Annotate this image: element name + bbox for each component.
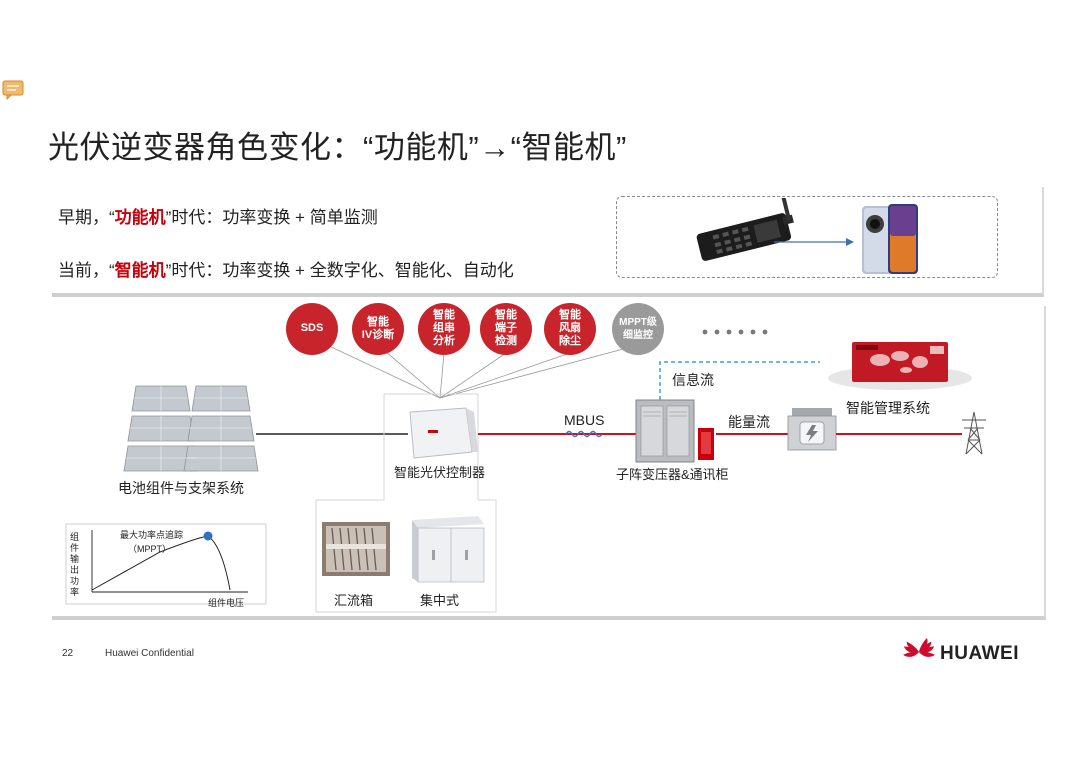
feature-bubble-terminal: [480, 303, 532, 355]
smartphone-icon: [862, 204, 918, 274]
mppt-x-axis-label: 组件电压: [208, 598, 245, 608]
current-era-prefix: 当前，“: [58, 261, 115, 280]
feature-bubble-mppt: [612, 303, 664, 355]
info-flow-line: [659, 361, 820, 400]
current-era-highlight: 智能机: [114, 261, 166, 280]
feature-bubble-iv: [352, 303, 404, 355]
mppt-y-axis-label: 组 件 输 出 功 率: [70, 532, 80, 597]
transformer-label: 子阵变压器&通讯柜: [616, 467, 729, 482]
slide-title: 光伏逆变器角色变化：“功能机”→“智能机”: [48, 130, 627, 165]
more-features-dots: [702, 329, 768, 335]
transmission-tower-icon: [962, 411, 986, 455]
brand-name: HUAWEI: [940, 643, 1019, 664]
mbus-label: MBUS: [564, 412, 605, 428]
substation-icon: [787, 408, 837, 451]
feature-bubble-string: [418, 303, 470, 355]
feature-bubble-fan: [544, 303, 596, 355]
energy-flow-label: 能量流: [728, 414, 770, 430]
early-era-highlight: 功能机: [114, 208, 166, 227]
current-era-line: 当前，“智能机”时代：功率变换 + 全数字化、智能化、自动化: [58, 256, 514, 281]
huawei-logo-icon: [903, 638, 935, 657]
current-era-suffix: ”时代：功率变换 + 全数字化、智能化、自动化: [165, 261, 514, 280]
central-inverter-icon: [412, 516, 485, 583]
mppt-peak-point: [203, 531, 213, 541]
feature-label-sds: SDS: [300, 322, 324, 334]
controller-frame: [315, 394, 497, 613]
confidential-label: Huawei Confidential: [105, 648, 194, 659]
mppt-chart: [65, 523, 267, 605]
mppt-peak-label: 最大功率点追踪: [120, 530, 184, 540]
feature-bubble-sds: [286, 303, 338, 355]
info-flow-label: 信息流: [672, 372, 714, 388]
feature-bubbles: [286, 303, 664, 355]
page-number: 22: [62, 648, 74, 659]
early-era-prefix: 早期，“: [58, 208, 115, 227]
early-era-line: 早期，“功能机”时代：功率变换 + 简单监测: [58, 203, 378, 228]
management-system-icon: [828, 342, 972, 390]
phone-comparison-box: [616, 196, 998, 278]
controller-label: 智能光伏控制器: [394, 465, 486, 480]
feature-label-fan: 智能 风扇 除尘: [559, 309, 581, 347]
combiner-box-icon: [322, 522, 390, 576]
mppt-peak-sub-label: （MPPT）: [128, 544, 172, 554]
feature-label-iv: 智能 IV诊断: [361, 316, 395, 341]
central-inverter-label: 集中式: [420, 593, 460, 608]
feature-label-string: 智能 组串 分析: [433, 309, 455, 347]
feature-phone-icon: [696, 198, 794, 261]
combiner-box-label: 汇流箱: [334, 593, 374, 608]
comment-icon[interactable]: [2, 80, 24, 100]
feature-label-terminal: 智能 端子 检测: [495, 309, 517, 347]
management-system-label: 智能管理系统: [846, 400, 930, 416]
early-era-suffix: ”时代：功率变换 + 简单监测: [165, 208, 378, 227]
mbus-signal-icon: [565, 430, 603, 438]
pv-array-label: 电池组件与支架系统: [118, 480, 244, 496]
smart-inverter-icon: [409, 407, 478, 459]
feature-label-mppt: MPPT级 细监控: [619, 317, 657, 341]
transformer-cabinet-icon: [635, 399, 714, 463]
phone-evolution-illustration: [696, 198, 918, 274]
solar-panel-array-icon: [123, 385, 259, 472]
feature-connector-lines: [311, 337, 639, 399]
